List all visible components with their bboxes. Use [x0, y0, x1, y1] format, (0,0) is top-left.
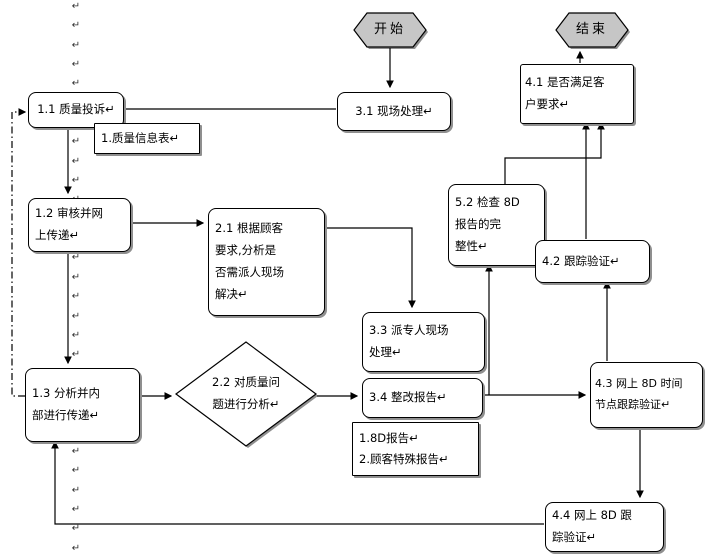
flow-node-1-3: 1.3 分析并内 部进行传递↵	[25, 368, 140, 442]
start-terminator-shape	[353, 12, 427, 48]
connector-4-4-to-1-3	[51, 440, 544, 525]
return-mark: ↵	[71, 349, 81, 361]
flow-node-2-1-label: 2.1 根据顾客 要求,分析是 否需派人现场 解决↵	[215, 221, 284, 301]
connector-feedback-1-3-to-1-1-dashed	[11, 108, 27, 397]
flow-node-4-2: 4.2 跟踪验证↵	[535, 240, 650, 283]
return-mark: ↵	[71, 503, 81, 515]
quality-info-form-callout: 1.质量信息表↵	[94, 123, 200, 154]
flow-node-2-2-label: 2.2 对质量问 题进行分析↵	[212, 375, 280, 411]
flow-node-3-3-label: 3.3 派专人现场 处理↵	[369, 323, 449, 359]
flow-node-1-2: 1.2 审核并网 上传递↵	[28, 198, 131, 252]
flow-node-3-1-label: 3.1 现场处理↵	[355, 103, 433, 118]
flow-node-3-4: 3.4 整改报告↵	[362, 378, 483, 418]
flow-node-1-3-label: 1.3 分析并内 部进行传递↵	[32, 386, 100, 422]
flow-node-3-1: 3.1 现场处理↵	[337, 92, 451, 131]
end-terminator-shape	[555, 12, 629, 48]
return-mark: ↵	[71, 1, 81, 12]
return-mark: ↵	[71, 484, 81, 496]
flow-node-1-1-label: 1.1 质量投诉↵	[37, 102, 115, 117]
flow-node-5-2: 5.2 检查 8D 报告的完 整性↵	[448, 184, 545, 266]
return-mark: ↵	[71, 252, 81, 264]
flow-node-1-1: 1.1 质量投诉↵	[28, 92, 124, 128]
return-mark: ↵	[71, 175, 81, 187]
flow-node-4-1-label: 4.1 是否满足客 户要求↵	[525, 75, 605, 111]
flow-node-4-3: 4.3 网上 8D 时间 节点跟踪验证↵	[590, 362, 703, 428]
flow-node-3-4-label: 3.4 整改报告↵	[369, 390, 447, 405]
return-mark: ↵	[71, 291, 81, 303]
flow-node-2-2: 2.2 对质量问 题进行分析↵	[186, 368, 306, 420]
decision-2-2-shape	[174, 341, 318, 447]
return-mark: ↵	[71, 445, 81, 457]
return-mark: ↵	[71, 465, 81, 477]
flow-node-3-3: 3.3 派专人现场 处理↵	[362, 312, 485, 372]
return-mark: ↵	[71, 78, 81, 90]
flow-node-5-2-label: 5.2 检查 8D 报告的完 整性↵	[455, 195, 520, 253]
flow-node-4-4-label: 4.4 网上 8D 跟 踪验证↵	[552, 508, 632, 544]
reports-callout-label: 1.8D报告↵ 2.顾客特殊报告↵	[359, 431, 449, 466]
flow-node-1-2-label: 1.2 审核并网 上传递↵	[35, 206, 103, 242]
return-mark: ↵	[71, 59, 81, 71]
connector-5-2-to-4-1	[504, 121, 605, 184]
quality-info-form-label: 1.质量信息表↵	[101, 131, 180, 146]
return-mark: ↵	[71, 329, 81, 341]
flow-node-start: 开始	[354, 13, 426, 47]
flow-node-4-2-label: 4.2 跟踪验证↵	[542, 253, 620, 268]
flow-node-end-label: 结束	[575, 21, 608, 37]
flow-node-2-1: 2.1 根据顾客 要求,分析是 否需派人现场 解决↵	[208, 208, 325, 316]
return-mark: ↵	[71, 155, 81, 167]
return-mark: ↵	[71, 20, 81, 32]
connector-2-1-to-3-3	[311, 227, 416, 309]
return-mark: ↵	[71, 39, 81, 51]
flow-node-start-label: 开始	[373, 21, 406, 37]
return-mark: ↵	[71, 310, 81, 322]
return-mark: ↵	[71, 136, 81, 148]
reports-callout: 1.8D报告↵ 2.顾客特殊报告↵	[352, 422, 479, 476]
flow-node-4-4: 4.4 网上 8D 跟 踪验证↵	[545, 502, 664, 552]
return-mark: ↵	[71, 542, 81, 554]
flow-node-4-1: 4.1 是否满足客 户要求↵	[520, 64, 634, 124]
return-mark: ↵	[71, 271, 81, 283]
flow-node-end: 结束	[556, 13, 628, 47]
flow-node-4-3-label: 4.3 网上 8D 时间 节点跟踪验证↵	[595, 377, 683, 411]
return-mark: ↵	[71, 523, 81, 535]
